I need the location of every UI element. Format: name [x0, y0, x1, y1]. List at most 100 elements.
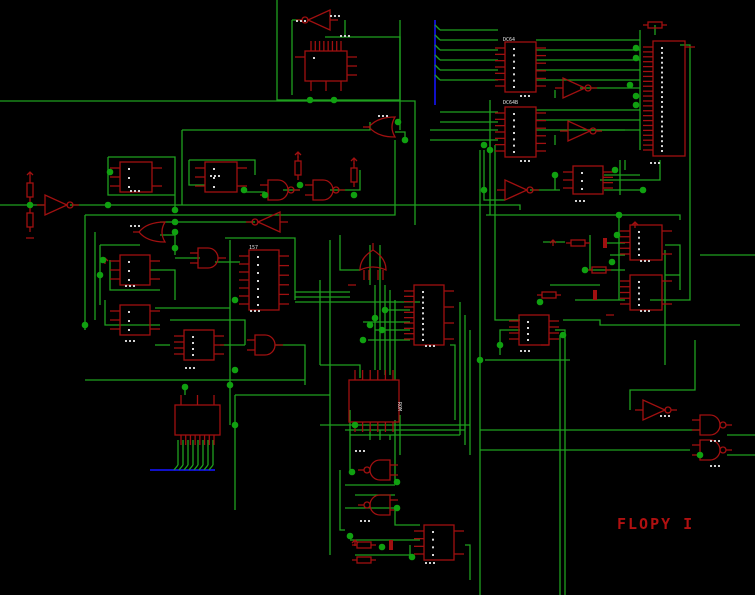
pin-label-mark — [520, 160, 522, 162]
pin-label — [257, 304, 259, 306]
pin-label-mark — [338, 15, 340, 17]
inverter-body — [504, 178, 529, 202]
wire — [486, 214, 681, 220]
chip-label-dc64b: DC64B — [503, 100, 518, 106]
pin-label — [213, 177, 215, 179]
pin-label-mark — [433, 345, 435, 347]
junctions — [26, 44, 704, 561]
pin-label-mark — [524, 95, 526, 97]
pin-label-mark — [348, 35, 350, 37]
junction-dot — [348, 468, 356, 476]
gate-body — [369, 494, 391, 516]
pin-label-mark — [520, 350, 522, 352]
junction-dot — [394, 118, 402, 126]
junction-dot — [559, 331, 567, 339]
resistor-body — [350, 167, 358, 183]
pin-label — [128, 186, 130, 188]
pin-label — [661, 120, 663, 123]
junction-dot — [626, 81, 634, 89]
pin-label — [213, 186, 215, 188]
junction-dot — [551, 171, 559, 179]
junction-dot — [306, 96, 314, 104]
pin-label — [638, 236, 640, 239]
pin-label — [661, 71, 663, 74]
ic-body — [174, 404, 221, 436]
ic-body — [629, 224, 663, 261]
pin-label — [661, 47, 663, 49]
pin-label — [661, 86, 663, 89]
pin-label-mark — [304, 20, 306, 22]
resistor — [26, 208, 34, 232]
pin-label-mark — [134, 225, 136, 227]
wire — [275, 344, 306, 385]
pin-label-mark — [130, 225, 132, 227]
wire — [499, 329, 520, 355]
pin-label — [661, 56, 663, 59]
pin-label — [513, 60, 515, 63]
pin-label-mark — [218, 175, 220, 177]
wire — [465, 544, 471, 580]
junction-dot — [359, 336, 367, 344]
wire — [107, 157, 175, 196]
wire — [339, 235, 360, 271]
pin-label-mark — [363, 450, 365, 452]
pin-label-mark — [429, 562, 431, 564]
junction-dot — [476, 356, 484, 364]
bus-entry — [434, 24, 441, 31]
resistor — [26, 178, 34, 202]
pin-label-mark — [524, 160, 526, 162]
inverter-right-3 — [497, 178, 539, 202]
pin-label — [661, 76, 663, 79]
capacitor — [603, 238, 607, 248]
pin-label-mark — [640, 260, 642, 262]
pin-label-mark — [364, 520, 366, 522]
pin-label — [527, 327, 529, 329]
pin-label-mark — [710, 465, 712, 467]
pin-label — [422, 339, 424, 341]
vcc-symbol — [631, 221, 639, 228]
oneshot-3 — [414, 524, 464, 561]
pin-label — [638, 231, 640, 233]
pin-label-mark — [714, 465, 716, 467]
wire — [665, 244, 681, 290]
pin-label — [513, 151, 515, 153]
junction-dot — [104, 201, 112, 209]
junction-dot — [408, 553, 416, 561]
junction-dot — [581, 266, 589, 274]
pin-label — [527, 339, 529, 341]
resistor-body — [26, 182, 34, 198]
pin-label-mark — [528, 350, 530, 352]
pin-label-mark — [658, 162, 660, 164]
pin-label — [192, 336, 194, 338]
nand-gate-bottom-2 — [358, 494, 398, 516]
schematic-title: FLOPY I — [617, 515, 694, 533]
vcc-symbol — [549, 239, 557, 246]
junction-dot — [480, 141, 488, 149]
pin-label-mark — [710, 440, 712, 442]
pin-label — [661, 135, 663, 138]
inverter-body — [567, 119, 592, 143]
pin-label — [638, 298, 640, 301]
junction-dot — [171, 244, 179, 252]
pin-label-mark — [355, 450, 357, 452]
bus-entry — [434, 64, 441, 71]
wire — [345, 507, 420, 526]
gate-body — [254, 334, 276, 356]
pin-label — [661, 51, 663, 54]
capacitor — [389, 540, 393, 550]
gate-body — [197, 247, 219, 269]
pin-label-mark — [130, 190, 132, 192]
resistor-body — [26, 212, 34, 228]
pin-label — [128, 177, 130, 179]
ic-body — [304, 50, 348, 82]
junction-dot — [226, 381, 234, 389]
oneshot-2 — [620, 274, 672, 311]
junction-dot — [632, 101, 640, 109]
pin-label-mark — [650, 162, 652, 164]
wire — [85, 140, 396, 216]
junction-dot — [486, 146, 494, 154]
wire — [160, 234, 176, 255]
junction-dot — [296, 181, 304, 189]
pin-label-mark — [125, 340, 127, 342]
